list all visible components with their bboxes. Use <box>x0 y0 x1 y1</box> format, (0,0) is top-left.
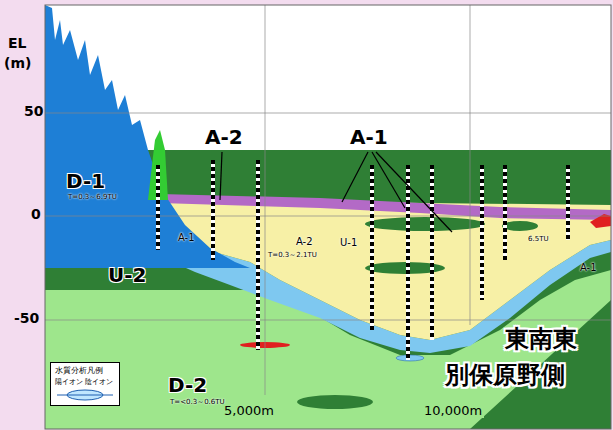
tritium-value: T=<0.3～0.6TU <box>170 399 225 407</box>
axis-tick: 50 <box>24 104 43 119</box>
direction-label: 東南東 <box>505 326 577 352</box>
lens <box>297 395 373 409</box>
d1-layer <box>45 5 250 268</box>
axis-label: (m) <box>4 56 31 71</box>
unit-name: D-1 <box>66 170 105 192</box>
lens <box>502 221 538 231</box>
frame <box>45 5 611 429</box>
legend-box: 水質分析凡例陽イオン 陰イオン <box>50 362 120 406</box>
grid <box>45 5 611 395</box>
distance-tick: 5,000m <box>222 404 276 418</box>
axis-label: EL <box>8 36 26 51</box>
a1-layer <box>160 200 611 340</box>
lens <box>365 217 485 231</box>
unit-name: A-2 <box>296 236 313 247</box>
leader-lines <box>220 152 452 232</box>
legend-title: 水質分析凡例 <box>55 366 115 376</box>
legend-text: 陽イオン 陰イオン <box>55 378 115 386</box>
unit-name: A-1 <box>350 126 388 148</box>
tritium-value: 6.5TU <box>528 236 549 244</box>
place-label: 別保原野側 <box>445 362 565 388</box>
unit-name: A-1 <box>178 232 195 243</box>
unit-name: U-2 <box>108 264 146 286</box>
tritium-value: T=0.3～6.9TU <box>68 194 117 202</box>
axis-tick: 0 <box>31 207 41 222</box>
plot-area <box>45 5 611 429</box>
axis-tick: -50 <box>14 311 39 326</box>
unit-name: A-1 <box>580 262 597 273</box>
unit-name: U-1 <box>340 237 357 248</box>
legend-symbol <box>55 388 115 402</box>
unit-name: D-2 <box>168 374 207 396</box>
unit-name: A-2 <box>205 126 243 148</box>
distance-tick: 10,000m <box>422 404 484 418</box>
tritium-value: T=0.3～2.1TU <box>268 252 317 260</box>
